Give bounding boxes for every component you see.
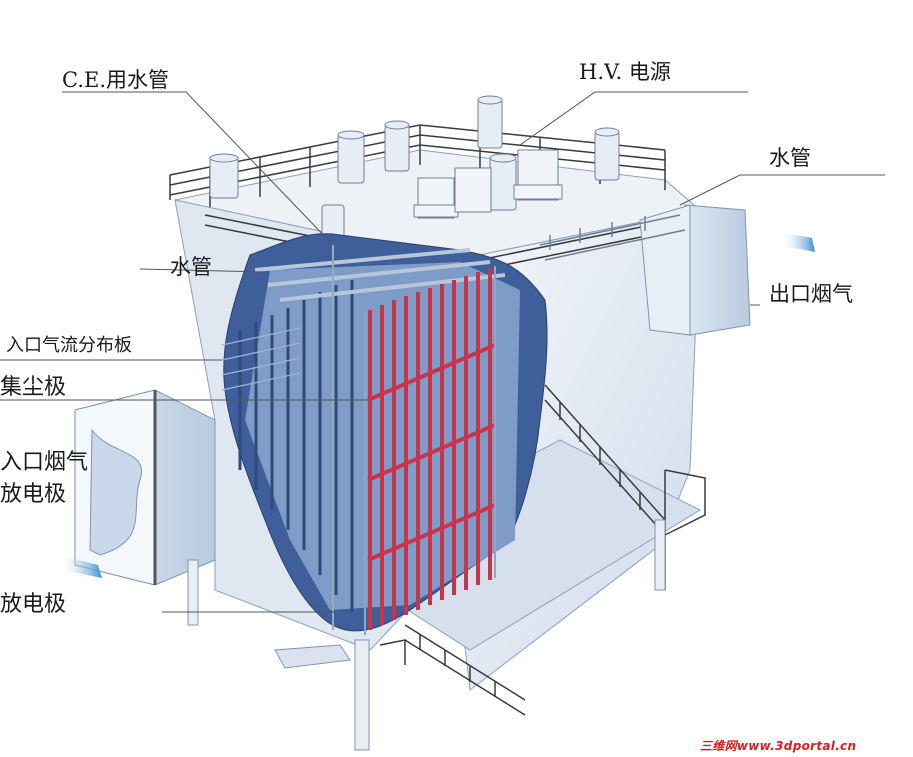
inlet-flow-arrow (58, 555, 102, 578)
outlet-flow-arrow (780, 232, 815, 252)
flow-arrows (58, 232, 815, 578)
hv-transformers (413, 149, 563, 219)
label-water-pipe-right: 水管 (769, 146, 811, 170)
label-ce-water-pipe: C.E.用水管 (62, 68, 169, 92)
label-water-pipe-left: 水管 (170, 255, 212, 279)
roof-rappers (209, 95, 620, 246)
label-discharge-electrode-2: 放电极 (0, 592, 67, 617)
water-pipes-right (539, 214, 686, 261)
label-discharge-electrode-1: 放电极 (0, 482, 67, 507)
plate-edges (364, 266, 496, 635)
label-hv-power: H.V. 电源 (579, 60, 671, 84)
outlet-duct (639, 204, 751, 336)
label-inlet-flue-gas: 入口烟气 (0, 450, 89, 475)
collecting-plates (367, 268, 496, 630)
label-outlet-flue-gas: 出口烟气 (769, 282, 853, 306)
leader-lines (0, 91, 885, 613)
inlet-duct (74, 389, 216, 586)
label-collecting-electrode: 集尘极 (0, 375, 67, 400)
watermark: 三维网www.3dportal.cn (700, 739, 857, 753)
lower-stairway (379, 624, 526, 716)
label-inlet-distribution-plate: 入口气流分布板 (6, 335, 132, 356)
distribution-plate (221, 327, 301, 391)
support-legs (187, 519, 666, 751)
